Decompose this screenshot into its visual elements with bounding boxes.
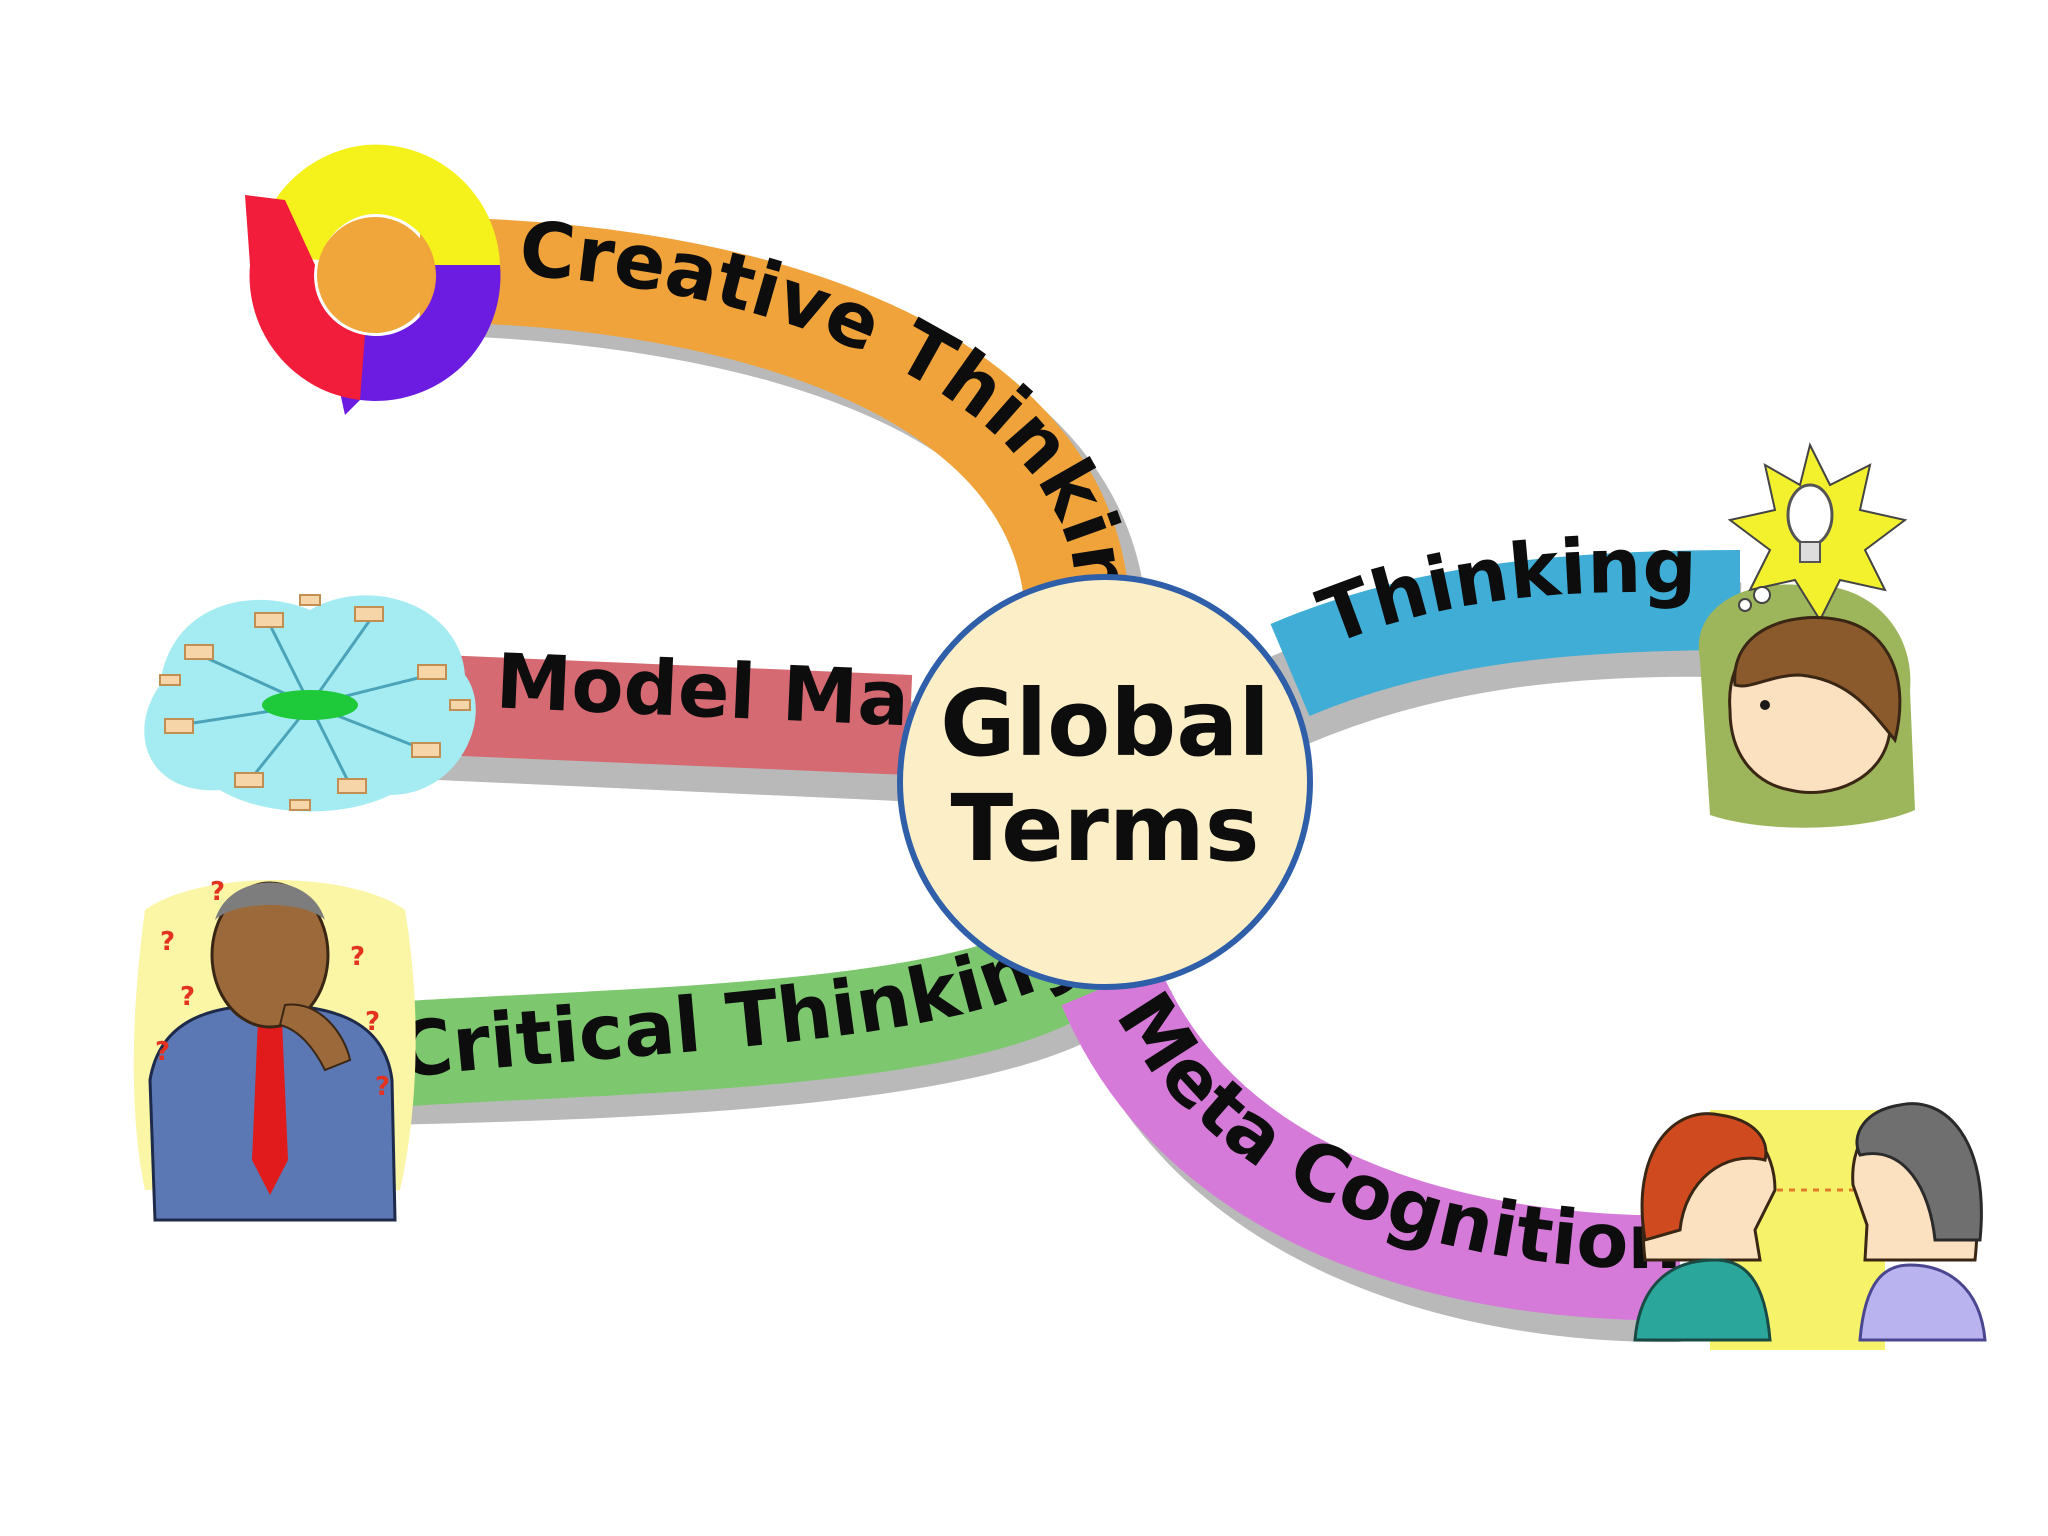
thinking-branch xyxy=(1270,550,1741,717)
cycle-arrows-icon xyxy=(245,144,501,415)
two-faces-icon xyxy=(1633,1102,1987,1350)
svg-text:?: ? xyxy=(180,982,195,1012)
svg-text:?: ? xyxy=(375,1072,390,1102)
center-title-line2: Terms xyxy=(951,775,1260,882)
model-map-branch xyxy=(437,655,913,775)
meta-cognition-branch xyxy=(1061,963,1681,1321)
center-circle xyxy=(897,574,1313,990)
svg-text:?: ? xyxy=(350,942,365,972)
lightbulb-boy-icon xyxy=(1698,442,1915,828)
svg-text:?: ? xyxy=(365,1007,380,1037)
critical-thinking-branch xyxy=(381,911,1124,1108)
creative-thinking-branch xyxy=(419,217,1127,595)
svg-text:?: ? xyxy=(160,927,175,957)
puzzled-man-icon: ? ? ? ? ? ? ? xyxy=(133,877,416,1222)
branches xyxy=(381,217,1741,1321)
network-map-icon xyxy=(144,594,476,812)
center-title-line1: Global xyxy=(940,670,1270,777)
meta-cognition-label: Meta Cognition xyxy=(1100,976,1682,1286)
svg-text:?: ? xyxy=(155,1037,170,1067)
center-node: Global Terms xyxy=(897,574,1313,990)
svg-text:?: ? xyxy=(210,877,225,907)
